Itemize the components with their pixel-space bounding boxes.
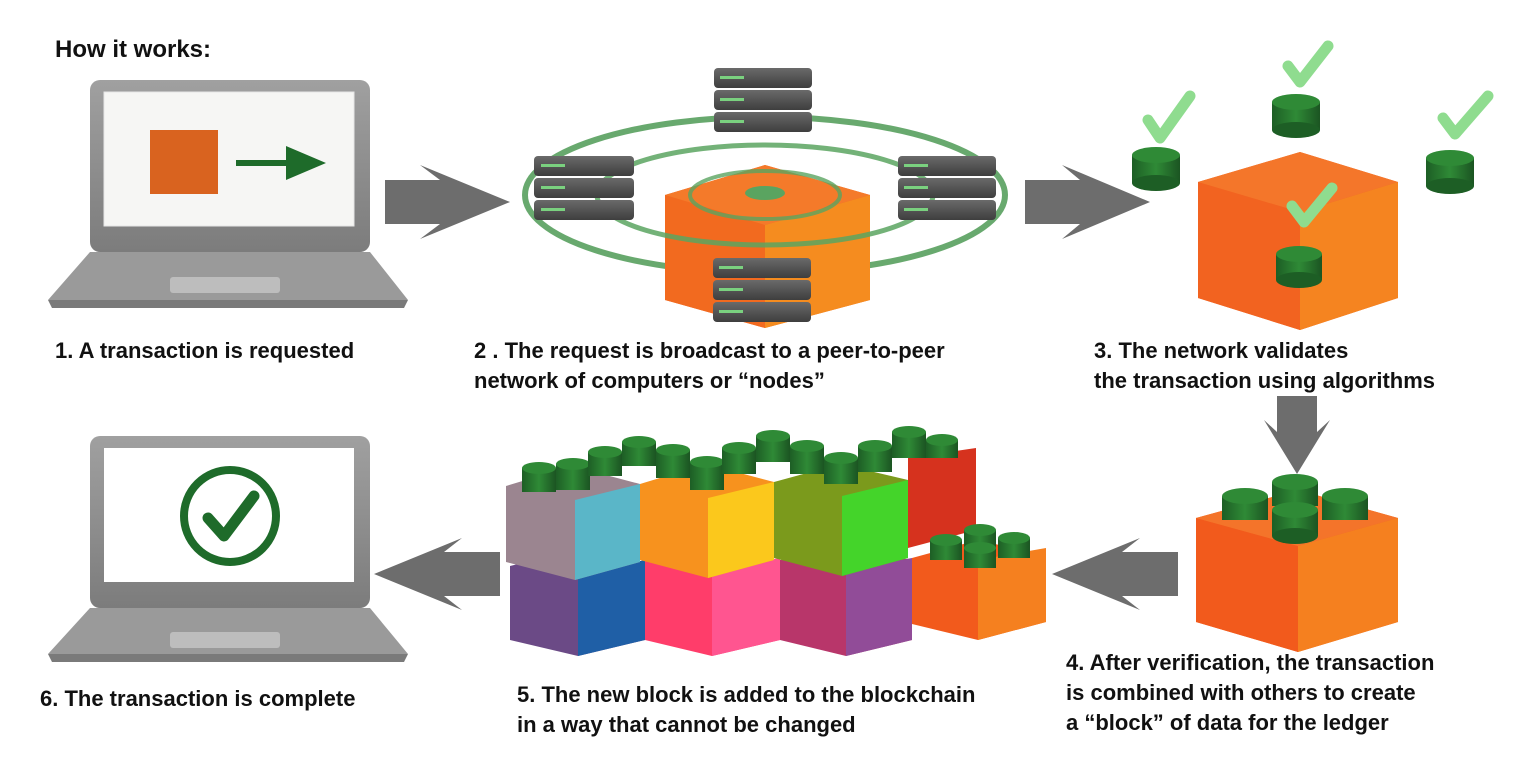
arrow-left-2: [374, 538, 500, 610]
check-circle-icon: [180, 466, 280, 566]
step-1-caption: 1. A transaction is requested: [55, 338, 355, 363]
blockchain-blocks-icon: [506, 426, 1046, 656]
document-icon: [150, 130, 218, 194]
server-node-left: [534, 156, 634, 220]
arrow-right-icon: [286, 146, 326, 180]
server-node-bottom: [713, 258, 811, 322]
checkmark-icons: [1142, 40, 1494, 228]
data-block-icon: [1196, 474, 1398, 652]
server-node-right: [898, 156, 996, 220]
laptop-complete-icon: [48, 436, 408, 662]
step-5-caption: 5. The new block is added to the blockch…: [517, 682, 976, 737]
arrow-left-1: [1052, 538, 1178, 610]
server-node-top: [714, 68, 812, 132]
step-2-caption: 2 . The request is broadcast to a peer-t…: [474, 338, 945, 393]
arrow-right-1: [385, 165, 510, 239]
page-title: How it works:: [55, 36, 212, 63]
peer-network-icon: [522, 68, 1008, 328]
validation-icon: [1132, 40, 1494, 330]
step-3-caption: 3. The network validates the transaction…: [1094, 338, 1436, 393]
laptop-request-icon: [48, 80, 408, 308]
step-6-caption: 6. The transaction is complete: [40, 686, 356, 711]
arrow-down: [1264, 396, 1330, 474]
arrow-right-2: [1025, 165, 1150, 239]
step-4-caption: 4. After verification, the transaction i…: [1066, 650, 1435, 735]
